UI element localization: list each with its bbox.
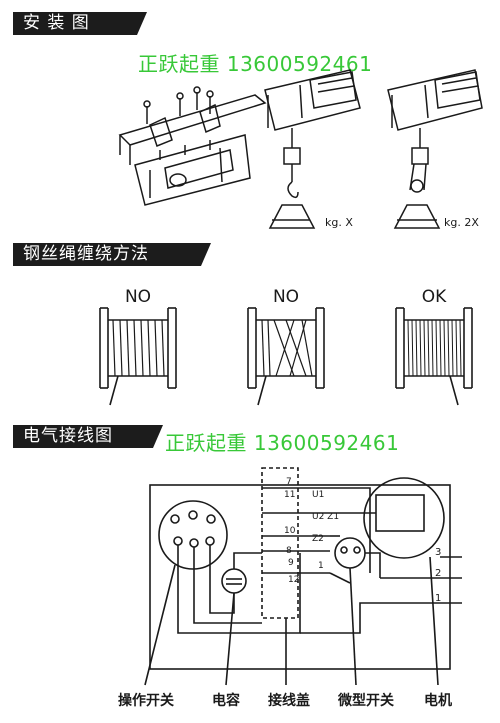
- terminal-code: U2 Z1: [312, 512, 339, 522]
- section-title: 安 装 图: [23, 13, 90, 33]
- capacitor-symbol: [221, 568, 247, 594]
- section-title: 电气接线图: [23, 426, 113, 446]
- drum-3: [395, 307, 473, 406]
- micro-switch-symbol: [334, 537, 366, 569]
- terminal-number: 9: [288, 558, 294, 568]
- drum-verdict-1: NO: [125, 287, 151, 307]
- motor-lead-number: 1: [435, 593, 441, 604]
- load-label-1: kg. X: [325, 216, 353, 229]
- label-micro-switch: 微型开关: [337, 692, 394, 709]
- winding-figure: NO NO OK: [99, 287, 473, 406]
- drum-verdict-2: NO: [273, 287, 299, 307]
- section-title: 钢丝绳缠绕方法: [23, 244, 149, 264]
- load-label-2: kg. 2X: [444, 216, 479, 229]
- terminal-code: Z2: [312, 534, 324, 544]
- section-header-winding: 钢丝绳缠绕方法: [13, 243, 211, 266]
- terminal-code: U1: [312, 490, 324, 500]
- terminal-number: 8: [286, 546, 292, 556]
- motor-lead-number: 3: [435, 547, 441, 558]
- label-motor: 电机: [424, 692, 452, 709]
- terminal-number: 10: [284, 526, 296, 536]
- motor-lead-number: 2: [435, 568, 441, 579]
- label-terminal-cover: 接线盖: [268, 692, 310, 709]
- drum-1: [99, 307, 177, 406]
- watermark-top: 正跃起重 13600592461: [138, 52, 373, 76]
- label-operation-switch: 操作开关: [118, 692, 174, 709]
- terminal-number: 1: [318, 561, 324, 571]
- terminal-number: 12: [288, 575, 299, 585]
- section-header-installation: 安 装 图: [13, 12, 147, 35]
- wiring-diagram: 7 11 10 8 12 9 1 U1 U2 Z1 Z2 3 2 1 操作开关 …: [118, 467, 462, 709]
- operation-switch-symbol: [158, 500, 228, 570]
- terminal-number: 11: [284, 490, 295, 500]
- watermark-bottom: 正跃起重 13600592461: [165, 431, 400, 455]
- label-capacitor: 电容: [212, 692, 240, 709]
- motor-symbol: [363, 477, 445, 559]
- terminal-block: [261, 467, 299, 619]
- terminal-number: 7: [286, 477, 292, 487]
- drum-2: [247, 307, 325, 406]
- drum-verdict-3: OK: [422, 287, 447, 307]
- installation-figure: kg. X kg. 2X: [118, 69, 483, 229]
- section-header-wiring: 电气接线图: [13, 425, 163, 448]
